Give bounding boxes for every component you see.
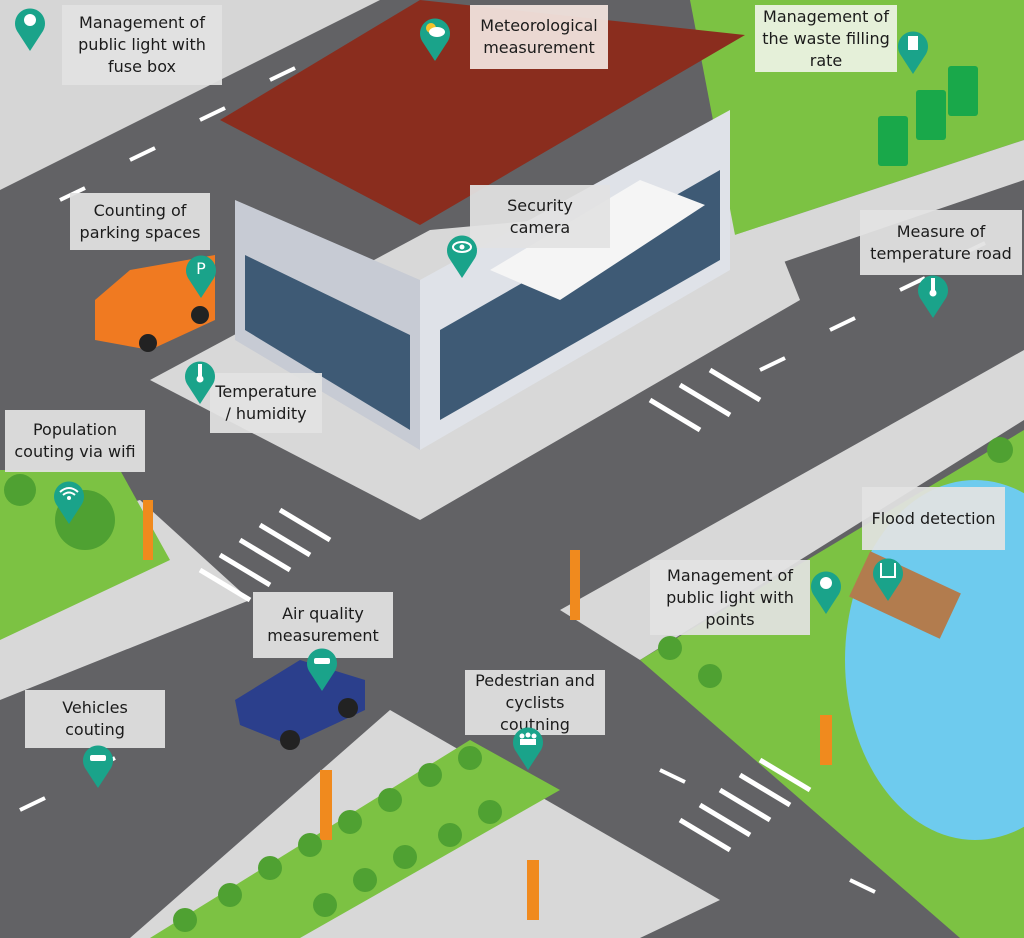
label-parking: Counting of parking spaces	[70, 193, 210, 250]
wifi-pin-icon	[54, 481, 84, 524]
lightbulb-pin-icon	[15, 8, 45, 51]
label-air-quality: Air quality measurement	[253, 592, 393, 658]
trees	[4, 437, 1013, 932]
thermometer-pin-icon	[185, 361, 215, 404]
lightbulb-pin-icon	[811, 571, 841, 614]
parking-pin-icon: P	[186, 255, 216, 298]
grass-left	[0, 470, 170, 640]
people-pin-icon	[513, 727, 543, 770]
trash-bins	[878, 66, 978, 166]
label-waste: Management of the waste filling rate	[755, 5, 897, 72]
car-pin-icon	[307, 648, 337, 691]
building-roof	[220, 0, 745, 225]
eye-pin-icon	[447, 235, 477, 278]
label-vehicles: Vehicles couting	[25, 690, 165, 748]
car-pin-icon	[83, 745, 113, 788]
label-camera: Security camera	[470, 185, 610, 248]
thermometer-pin-icon	[918, 275, 948, 318]
car	[235, 660, 365, 750]
poles	[143, 500, 832, 920]
label-temp-road: Measure of temperature road	[860, 210, 1022, 275]
label-flood: Flood detection	[862, 487, 1005, 550]
label-fuse-box: Management of public light with fuse box	[62, 5, 222, 85]
label-light-points: Management of public light with points	[650, 560, 810, 635]
trash-pin-icon	[898, 31, 928, 74]
flood-pin-icon	[873, 558, 903, 601]
label-population: Population couting via wifi	[5, 410, 145, 472]
building-windows-front	[245, 255, 410, 430]
sidewalk-topright	[735, 140, 1024, 270]
grass-bottom	[150, 740, 560, 938]
delivery-truck	[95, 255, 215, 352]
label-pedestrians: Pedestrian and cyclists coutning	[465, 670, 605, 735]
label-meteo: Meteorological measurement	[470, 5, 608, 69]
weather-pin-icon	[420, 18, 450, 61]
crosswalk	[198, 367, 812, 853]
label-temp-humidity: Temperature / humidity	[210, 373, 322, 433]
parking-sign: P	[196, 259, 206, 278]
